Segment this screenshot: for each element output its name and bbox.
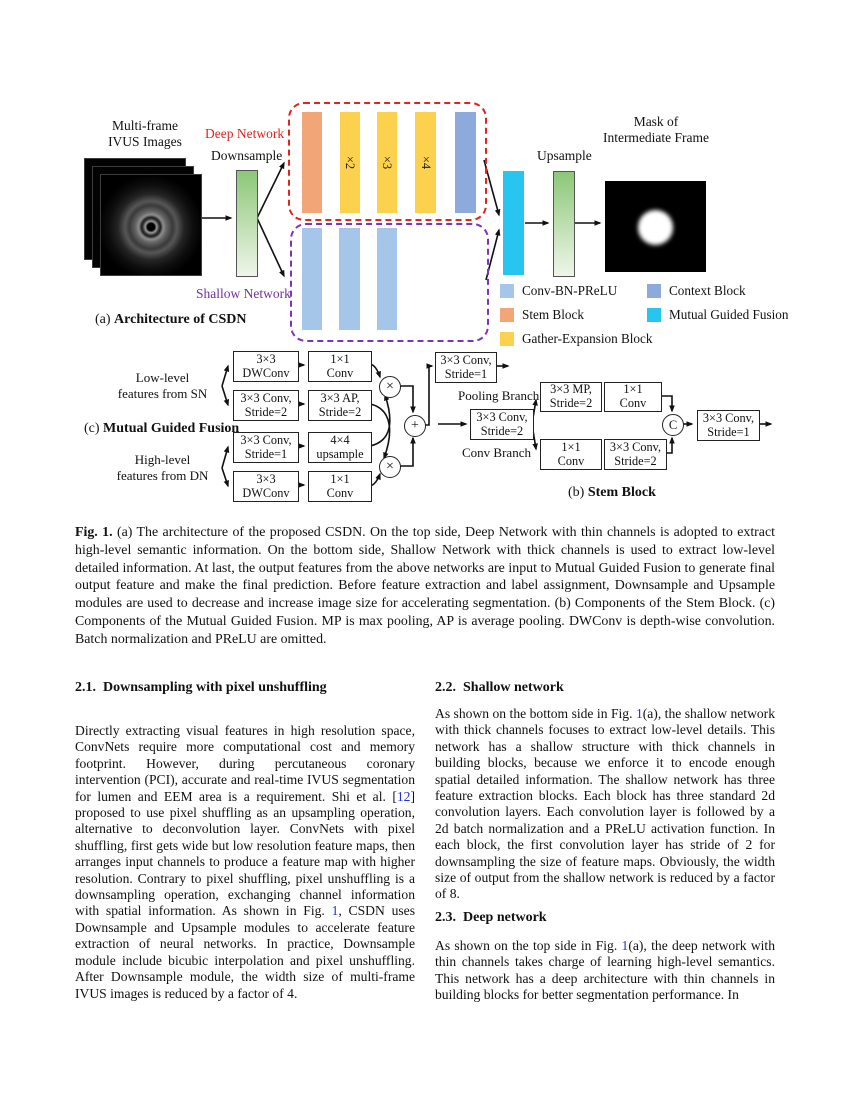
stem-block-bar (302, 112, 322, 213)
ge-multiplier-2: ×3 (380, 155, 395, 170)
legend-swatch-stem-block (500, 308, 514, 322)
concat-operator: C (662, 414, 684, 436)
section-heading-2-1: 2.1. Downsampling with pixel unshuffling (75, 680, 327, 695)
legend-label-conv-bn-prelu: Conv-BN-PReLU (522, 283, 618, 298)
citation-link[interactable]: 1 (331, 903, 339, 919)
conv-branch-label: Conv Branch (462, 445, 531, 460)
shallow-conv-bar-3 (377, 228, 397, 330)
gather-expansion-bar-3: ×4 (415, 112, 436, 213)
section-heading-2-3: 2.3. Deep network (435, 910, 547, 925)
bold-text-run: Stem Block (587, 485, 656, 500)
stem-input-conv-box: 3×3 Conv, Stride=2 (470, 409, 534, 440)
text-run: ] proposed to use pixel shuffling as an … (75, 788, 415, 919)
text-run: , CSDN uses Downsample and Upsample modu… (75, 903, 416, 1001)
figure-caption: Fig. 1. (a) The architecture of the prop… (75, 524, 775, 649)
text-run: (a), the deep network with thin channels… (435, 938, 775, 1003)
legend-label-gather-expansion: Gather-Expansion Block (522, 331, 653, 346)
mgf-high-conv-stride1-box: 3×3 Conv, Stride=1 (233, 432, 299, 463)
citation-link[interactable]: 1 (635, 706, 643, 721)
mask-image (605, 181, 706, 272)
downsample-module-bar (236, 170, 258, 277)
stem-pool-1x1-conv-box: 1×1 Conv (604, 382, 662, 412)
section-body-2-1: Directly extracting visual features in h… (75, 723, 415, 1002)
input-label: Multi-frame IVUS Images (108, 118, 182, 149)
ge-multiplier-3: ×4 (419, 155, 433, 170)
section-body-2-2: As shown on the bottom side in Fig. 1(a)… (435, 706, 775, 903)
stem-conv-3x3-box: 3×3 Conv, Stride=2 (604, 439, 667, 470)
upsample-label: Upsample (537, 148, 592, 163)
section-body-2-3: As shown on the top side in Fig. 1(a), t… (435, 938, 775, 1004)
gather-expansion-bar-1: ×2 (340, 112, 360, 213)
mgf-low-1x1-conv-box: 1×1 Conv (308, 351, 372, 382)
text-run: (a), the shallow network with thick chan… (435, 706, 776, 902)
bold-text-run: Fig. 1. (75, 525, 113, 540)
text-run: (b) (568, 485, 588, 500)
stem-conv-1x1-box: 1×1 Conv (540, 439, 602, 470)
multiply-operator-bottom: × (379, 456, 401, 478)
legend-label-stem-block: Stem Block (522, 307, 584, 322)
ge-multiplier-1: ×2 (343, 155, 358, 170)
lumen-mask-circle (638, 210, 673, 245)
text-run: As shown on the bottom side in Fig. (435, 706, 636, 721)
legend-swatch-context-block (647, 284, 661, 298)
high-level-features-label: High-level features from DN (116, 452, 209, 483)
legend-swatch-conv-bn-prelu (500, 284, 514, 298)
gather-expansion-bar-2: ×3 (377, 112, 397, 213)
text-run: (c) (84, 421, 104, 436)
shallow-network-label: Shallow Network (196, 286, 291, 301)
bold-text-run: Architecture of CSDN (114, 312, 247, 327)
text-run: Directly extracting visual features in h… (75, 723, 415, 804)
mgf-low-dwconv-box: 3×3 DWConv (233, 351, 299, 382)
low-level-features-label: Low-level features from SN (117, 370, 208, 401)
mgf-output-conv-box: 3×3 Conv, Stride=1 (435, 352, 497, 383)
multiply-operator-top: × (379, 376, 401, 398)
downsample-label: Downsample (211, 148, 283, 163)
mutual-guided-fusion-bar (503, 171, 524, 275)
mgf-low-conv-stride2-box: 3×3 Conv, Stride=2 (233, 390, 299, 421)
legend-swatch-mutual-guided-fusion (647, 308, 661, 322)
panel-a-title: (a) Architecture of CSDN (95, 312, 247, 328)
add-operator: + (404, 415, 426, 437)
stem-maxpool-box: 3×3 MP, Stride=2 (540, 382, 602, 412)
text-run: As shown on the top side in Fig. (435, 938, 622, 953)
mgf-high-dwconv-box: 3×3 DWConv (233, 471, 299, 502)
shallow-conv-bar-1 (302, 228, 322, 330)
stem-output-conv-box: 3×3 Conv, Stride=1 (697, 410, 760, 441)
text-run: (a) The architecture of the proposed CSD… (75, 525, 775, 647)
text-run: (a) (95, 312, 115, 327)
panel-b-title: (b) Stem Block (568, 485, 656, 501)
shallow-conv-bar-2 (339, 228, 360, 330)
mgf-high-1x1-conv-box: 1×1 Conv (308, 471, 372, 502)
upsample-module-bar (553, 171, 575, 277)
ivus-frame-front (100, 174, 202, 276)
bold-text-run: Mutual Guided Fusion (103, 421, 240, 436)
legend-label-context-block: Context Block (669, 283, 746, 298)
deep-network-label: Deep Network (205, 126, 285, 141)
mgf-high-upsample-box: 4×4 upsample (308, 432, 372, 463)
panel-c-title: (c) Mutual Guided Fusion (84, 421, 239, 437)
context-block-bar (455, 112, 476, 213)
section-heading-2-2: 2.2. Shallow network (435, 680, 564, 695)
shallow-network-box (290, 223, 489, 342)
citation-link[interactable]: 1 (621, 938, 629, 953)
mgf-low-ap-box: 3×3 AP, Stride=2 (308, 390, 372, 421)
output-label: Mask of Intermediate Frame (602, 114, 710, 145)
legend-label-mutual-guided-fusion: Mutual Guided Fusion (669, 307, 789, 322)
citation-link[interactable]: 12 (396, 788, 411, 804)
pooling-branch-label: Pooling Branch (458, 388, 540, 403)
legend-swatch-gather-expansion (500, 332, 514, 346)
